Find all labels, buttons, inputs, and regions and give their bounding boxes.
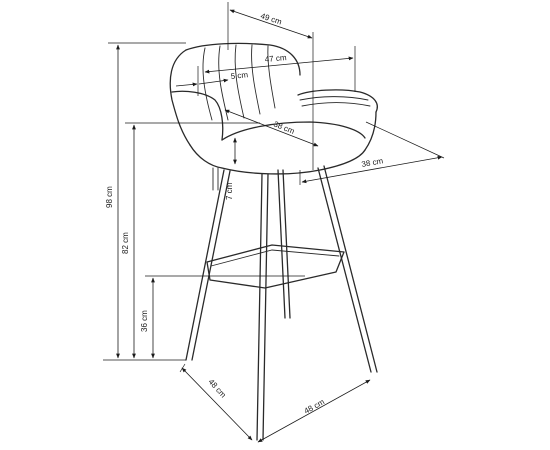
label-base-width: 48 cm [303,397,327,416]
label-seat-thickness: 7 cm [225,182,234,200]
label-armrest-width: 47 cm [264,53,287,64]
label-seat-height: 82 cm [121,232,130,254]
label-footrest-height: 36 cm [140,310,149,332]
dimension-lines [103,2,445,443]
label-total-height: 98 cm [105,186,114,208]
label-back-thickness: 5 cm [230,70,249,81]
label-seat-width: 38 cm [361,156,384,169]
bar-stool-illustration [169,42,378,441]
